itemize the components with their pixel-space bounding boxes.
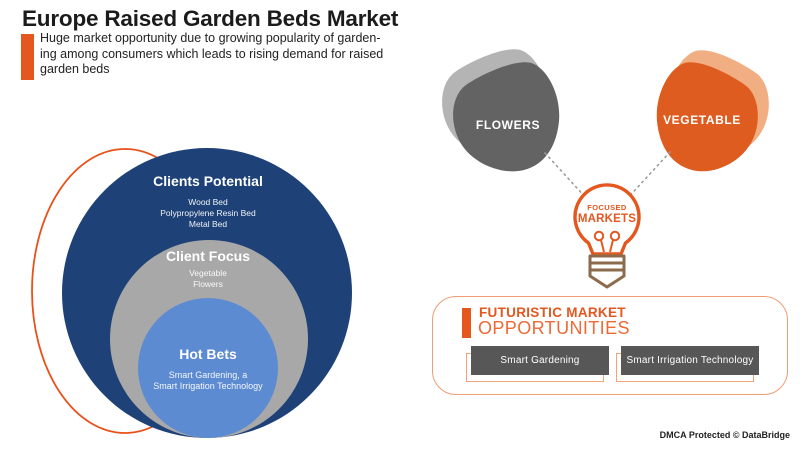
venn-middle-items: Vegetable Flowers (189, 268, 227, 289)
venn-inner-items: Smart Gardening, a Smart Irrigation Tech… (153, 370, 263, 391)
smart-gardening-chip: Smart Gardening (471, 346, 609, 375)
venn-inner-title: Hot Bets (179, 346, 237, 362)
hot-bets-circle (138, 298, 278, 438)
bulb-label-focused: FOCUSED (587, 203, 627, 212)
flowers-blob (453, 62, 560, 172)
lightbulb-icon (573, 183, 641, 256)
futuristic-opportunities-panel: FUTURISTIC MARKET OPPORTUNITIES Smart Ga… (432, 296, 788, 395)
bulb-filament-loop-left (593, 230, 605, 242)
smart-irrigation-chip: Smart Irrigation Technology (621, 346, 759, 375)
smart-gardening-label: Smart Gardening (500, 355, 580, 366)
bulb-filament-loop-right (609, 230, 621, 242)
bulb-filament-wire-right (609, 239, 614, 253)
vegetable-connector-dotted-line (625, 151, 671, 201)
description-accent-bar (21, 34, 34, 80)
vegetable-blob (656, 62, 758, 172)
smart-irrigation-label: Smart Irrigation Technology (626, 355, 754, 366)
opportunities-heading-line1: FUTURISTIC MARKET (479, 305, 626, 320)
venn-outer-title: Clients Potential (153, 173, 263, 189)
flowers-blob-label: FLOWERS (476, 118, 540, 132)
venn-outer-items: Wood Bed Polypropylene Resin Bed Metal B… (160, 197, 256, 229)
opportunities-heading-line2: OPPORTUNITIES (478, 318, 630, 338)
description-text: Huge market opportunity due to growing p… (40, 31, 384, 76)
page-title: Europe Raised Garden Beds Market (22, 6, 399, 31)
dmca-copyright: DMCA Protected © DataBridge (659, 430, 790, 440)
opportunities-accent-bar (462, 308, 471, 338)
bulb-filament-wire-left (600, 239, 605, 253)
venn-middle-title: Client Focus (165, 248, 250, 264)
vegetable-blob-label: VEGETABLE (663, 113, 741, 127)
flowers-connector-dotted-line (544, 152, 588, 200)
bulb-label-markets: MARKETS (578, 213, 636, 225)
